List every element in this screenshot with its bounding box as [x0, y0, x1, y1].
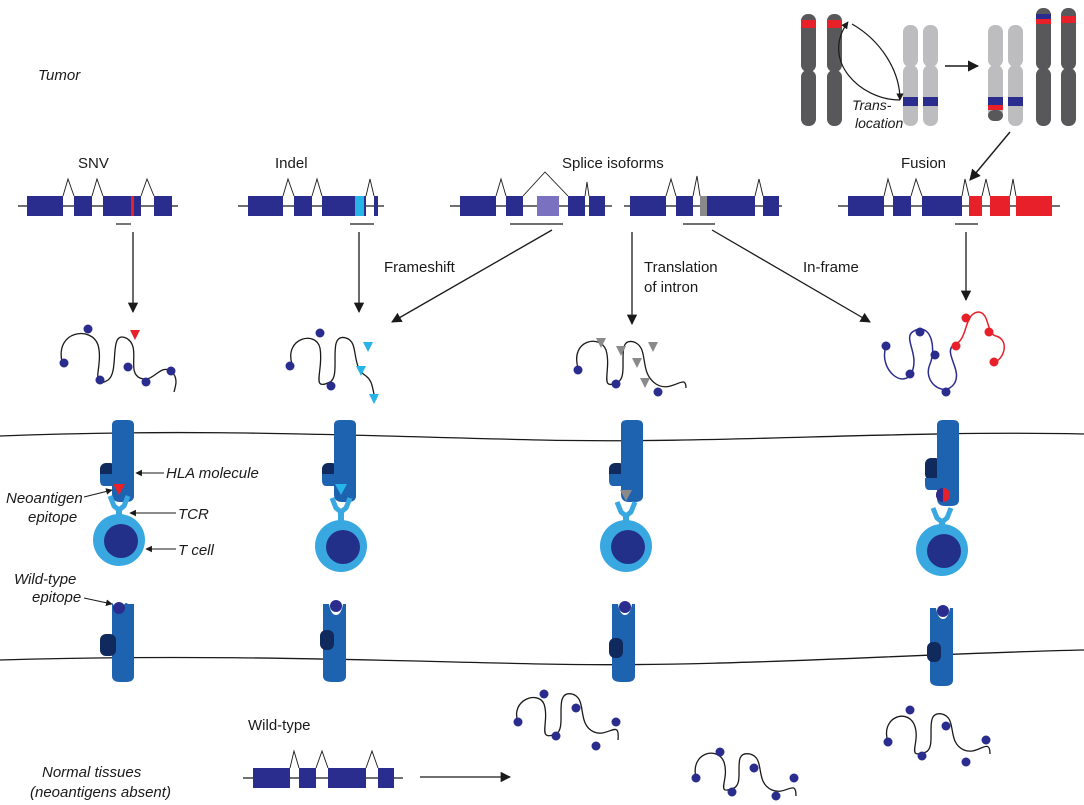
hla-wildtype-indel: [320, 600, 346, 682]
of-intron-label: of intron: [644, 279, 698, 296]
wildtype-epitope-label-1: Wild-type: [14, 571, 76, 588]
tcell-label: T cell: [178, 542, 215, 559]
fusion-peptide: [881, 311, 1005, 397]
indel-gene: [238, 177, 384, 225]
wildtype-label: Wild-type: [248, 717, 311, 734]
indel-mutation-mark: [355, 196, 364, 216]
splice-isoform-1: [450, 171, 612, 225]
hla-wildtype-fusion: [927, 605, 953, 686]
hla-tcr-snv: [93, 420, 145, 566]
splice-isoform-2: [624, 175, 782, 225]
tumor-label: Tumor: [38, 67, 81, 84]
translocation-label-2: location: [855, 115, 903, 131]
translation-label: Translation: [644, 259, 718, 276]
hla-tcr-indel: [315, 420, 367, 572]
indel-label: Indel: [275, 155, 308, 172]
frameshift-label: Frameshift: [384, 259, 456, 276]
neoantigen-label: Neoantigen: [6, 490, 83, 507]
translocation-label-1: Trans-: [852, 97, 892, 113]
label-pointers: [83, 469, 176, 606]
flow-arrows: [127, 229, 972, 783]
wildtype-epitope-label-2: epitope: [32, 589, 81, 606]
chromosomes: [801, 8, 1076, 181]
wildtype-peptide-3: [883, 705, 991, 767]
splice-isoforms-label: Splice isoforms: [562, 155, 664, 172]
snv-peptide: [59, 324, 177, 393]
epitope-label: epitope: [28, 509, 77, 526]
neoantigens-absent-label: (neoantigens absent): [30, 784, 171, 801]
inframe-label: In-frame: [803, 259, 859, 276]
indel-peptide: [285, 328, 379, 404]
hla-tcr-fusion: [916, 420, 968, 576]
normal-membrane: [0, 649, 1084, 666]
snv-mutation-mark: [131, 196, 134, 216]
normal-tissues-label: Normal tissues: [42, 764, 142, 781]
wildtype-gene: [243, 749, 403, 788]
tumor-membrane: [0, 431, 1084, 442]
hla-wildtype-splice: [609, 601, 635, 682]
hla-wildtype-snv: [100, 602, 134, 682]
wildtype-peptide-2: [691, 747, 799, 801]
hla-molecule-label: HLA molecule: [166, 465, 259, 482]
snv-gene: [18, 177, 178, 225]
fusion-label: Fusion: [901, 155, 946, 172]
snv-label: SNV: [78, 155, 109, 172]
tcr-label: TCR: [178, 506, 209, 523]
intron-peptide: [573, 338, 687, 397]
fusion-gene: [838, 177, 1060, 225]
hla-tcr-splice: [600, 420, 652, 572]
wildtype-peptide-1: [513, 689, 621, 751]
